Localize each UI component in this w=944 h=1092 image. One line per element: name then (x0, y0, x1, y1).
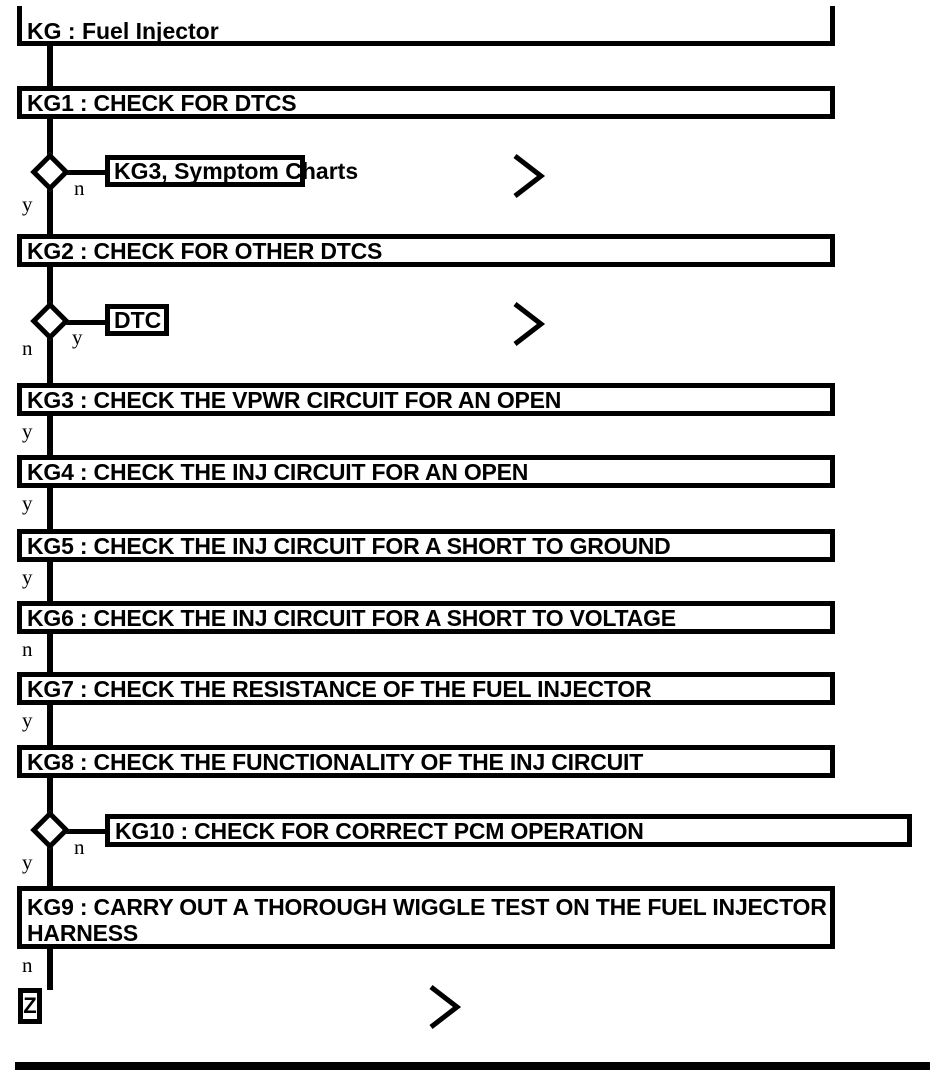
step-box-kg3[interactable]: KG3 : CHECK THE VPWR CIRCUIT FOR AN OPEN (17, 383, 835, 416)
step-label-kg4: KG4 : CHECK THE INJ CIRCUIT FOR AN OPEN (27, 458, 529, 485)
connector-kg1-to-d1 (47, 118, 53, 158)
branch-connector-d1-n (64, 170, 108, 175)
branch-label-d2-yes: y (72, 325, 83, 349)
decision-diamond-kg1[interactable] (30, 152, 70, 192)
decision-diamond-kg2[interactable] (30, 301, 70, 341)
branch-label-d3-yes: y (22, 850, 33, 874)
connector-kg2-to-d2 (47, 266, 53, 308)
step-box-kg8[interactable]: KG8 : CHECK THE FUNCTIONALITY OF THE INJ… (17, 745, 835, 778)
flowchart-header-box: KG : Fuel Injector (17, 6, 835, 46)
step-box-kg9[interactable]: KG9 : CARRY OUT A THOROUGH WIGGLE TEST O… (17, 886, 835, 949)
connector-kg4-to-kg5 (47, 486, 53, 530)
connector-kg8-to-d3 (47, 776, 53, 817)
chevron-right-icon-3 (427, 983, 465, 1036)
branch-label-kg4-yes: y (22, 491, 33, 515)
step-label-kg10: KG10 : CHECK FOR CORRECT PCM OPERATION (115, 817, 644, 844)
branch-connector-d3-n (64, 829, 108, 834)
connector-kg5-to-kg6 (47, 560, 53, 602)
connector-kg3-to-kg4 (47, 414, 53, 456)
connector-d2-to-kg3 (47, 338, 53, 385)
step-label-kg6: KG6 : CHECK THE INJ CIRCUIT FOR A SHORT … (27, 604, 676, 631)
step-box-kg10[interactable]: KG10 : CHECK FOR CORRECT PCM OPERATION (105, 814, 912, 847)
branch-label-kg7-yes: y (22, 708, 33, 732)
step-box-kg4[interactable]: KG4 : CHECK THE INJ CIRCUIT FOR AN OPEN (17, 455, 835, 488)
step-label-kg8: KG8 : CHECK THE FUNCTIONALITY OF THE INJ… (27, 748, 644, 775)
ref-box-dtc[interactable]: DTC (105, 304, 169, 336)
step-label-kg2: KG2 : CHECK FOR OTHER DTCS (27, 237, 383, 264)
connector-d1-to-kg2 (47, 188, 53, 235)
step-box-kg2[interactable]: KG2 : CHECK FOR OTHER DTCS (17, 234, 835, 267)
ref-box-symptom-charts[interactable]: KG3, Symptom Charts (105, 155, 358, 187)
connector-kg7-to-kg8 (47, 703, 53, 746)
branch-label-kg3-yes: y (22, 419, 33, 443)
ref-label-dtc: DTC (114, 307, 162, 333)
chevron-right-icon-2 (511, 300, 549, 353)
connector-kg6-to-kg7 (47, 632, 53, 673)
flowchart-title: KG : Fuel Injector (27, 18, 219, 44)
connector-d3-to-kg9 (47, 847, 53, 887)
step-label-kg7: KG7 : CHECK THE RESISTANCE OF THE FUEL I… (27, 675, 652, 702)
branch-label-kg9-no: n (22, 953, 33, 977)
connector-kg9-to-terminator (47, 948, 53, 990)
terminator-label-z: Z (23, 993, 37, 1018)
step-label-kg3: KG3 : CHECK THE VPWR CIRCUIT FOR AN OPEN (27, 386, 562, 413)
branch-label-d1-no: n (74, 176, 85, 200)
branch-label-kg6-no: n (22, 637, 33, 661)
branch-label-d3-no: n (74, 835, 85, 859)
step-label-kg5: KG5 : CHECK THE INJ CIRCUIT FOR A SHORT … (27, 532, 671, 559)
branch-label-d2-no: n (22, 336, 33, 360)
branch-label-kg5-yes: y (22, 565, 33, 589)
step-box-kg7[interactable]: KG7 : CHECK THE RESISTANCE OF THE FUEL I… (17, 672, 835, 705)
connector-header-to-kg1 (47, 45, 53, 88)
step-label-kg9: KG9 : CARRY OUT A THOROUGH WIGGLE TEST O… (27, 894, 827, 946)
step-box-kg5[interactable]: KG5 : CHECK THE INJ CIRCUIT FOR A SHORT … (17, 529, 835, 562)
step-label-kg1: KG1 : CHECK FOR DTCS (27, 89, 297, 116)
branch-label-d1-yes: y (22, 192, 33, 216)
step-box-kg1[interactable]: KG1 : CHECK FOR DTCS (17, 86, 835, 119)
step-box-kg6[interactable]: KG6 : CHECK THE INJ CIRCUIT FOR A SHORT … (17, 601, 835, 634)
branch-connector-d2-y (64, 320, 108, 325)
decision-diamond-kg8[interactable] (30, 810, 70, 850)
page-bottom-rule (15, 1062, 930, 1070)
chevron-right-icon-1 (511, 152, 549, 205)
terminator-box-z[interactable]: Z (18, 988, 42, 1024)
ref-label-symptom-charts: KG3, Symptom Charts (114, 158, 359, 184)
